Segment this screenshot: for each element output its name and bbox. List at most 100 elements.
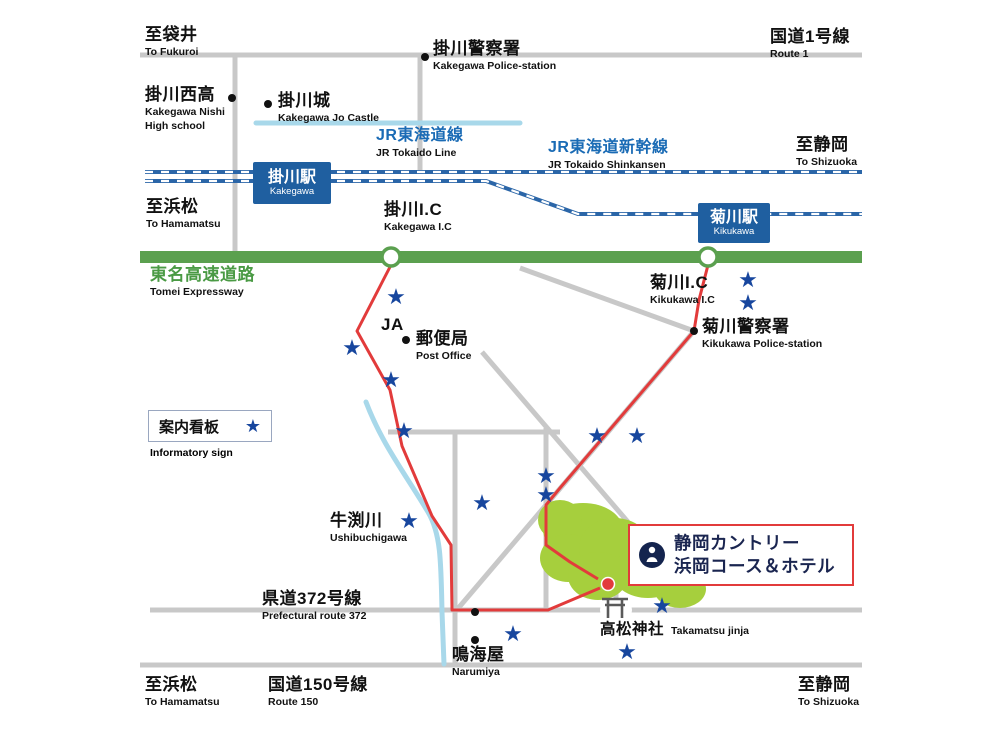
- informatory-sign-star: ★: [738, 267, 758, 292]
- label-ushibuchigawa-jp: 牛渕川: [330, 511, 383, 530]
- label-narumiya-jp: 鳴海屋: [452, 645, 505, 664]
- road: [519, 265, 695, 334]
- informatory-sign-star-icon: ★: [244, 416, 261, 436]
- informatory-sign-star: ★: [617, 639, 637, 664]
- label-post-office-en: Post Office: [416, 349, 472, 362]
- informatory-sign-star: ★: [386, 284, 406, 309]
- label-kakegawa-nishi-high-school-jp: 掛川西高: [145, 85, 215, 104]
- informatory-sign-star: ★: [342, 335, 362, 360]
- kakegawa-station-en: Kakegawa: [269, 185, 315, 197]
- kakegawa-station-box: 掛川駅 Kakegawa: [253, 162, 331, 204]
- label-tomei-expressway-jp: 東名高速道路: [150, 265, 255, 284]
- label-to-hamamatsu-bottom-en: To Hamamatsu: [145, 695, 220, 708]
- ushibuchigawa-river: [363, 399, 447, 667]
- label-ja-jp: JA: [381, 315, 404, 334]
- label-kakegawa-castle-en: Kakegawa Jo Castle: [278, 111, 379, 124]
- road: [480, 350, 630, 524]
- label-narumiya-en: Narumiya: [452, 665, 500, 678]
- label-to-shizuoka-top-en: To Shizuoka: [796, 155, 858, 168]
- label-to-hamamatsu-left-jp: 至浜松: [146, 197, 199, 216]
- informatory-sign-star: ★: [738, 290, 758, 315]
- label-jr-tokaido-shinkansen-jp: JR東海道新幹線: [548, 139, 669, 156]
- label-jr-tokaido-line-en: JR Tokaido Line: [376, 146, 457, 159]
- label-route-150-en: Route 150: [268, 695, 319, 708]
- label-kakegawa-ic-en: Kakegawa I.C: [384, 220, 452, 233]
- label-kikukawa-ic-en: Kikukawa I.C: [650, 293, 715, 306]
- river: [253, 120, 523, 667]
- label-to-hamamatsu-bottom-jp: 至浜松: [145, 675, 198, 694]
- label-jr-tokaido-shinkansen-en: JR Tokaido Shinkansen: [548, 158, 666, 171]
- poi-dot: [228, 94, 236, 102]
- shrine-notch: [600, 598, 632, 622]
- label-kakegawa-ic-jp: 掛川I.C: [384, 200, 443, 219]
- label-to-fukuroi-en: To Fukuroi: [145, 45, 199, 58]
- label-takamatsu-jinja-jp: 高松神社: [600, 621, 665, 638]
- tomei-expressway-band: [140, 251, 862, 263]
- poi-dot: [402, 336, 410, 344]
- route-from-kikukawa-ic: [544, 264, 710, 581]
- informatory-sign-star: ★: [381, 367, 401, 392]
- label-route-1-en: Route 1: [770, 47, 809, 60]
- poi-dot: [421, 53, 429, 61]
- informatory-sign-legend: 案内看板 ★: [148, 410, 272, 442]
- label-takamatsu-jinja: 高松神社 Takamatsu jinja: [600, 621, 750, 638]
- label-to-hamamatsu-left-en: To Hamamatsu: [146, 217, 221, 230]
- hotel-callout-box: 静岡カントリー 浜岡コース＆ホテル: [628, 524, 854, 586]
- label-tomei-expressway-en: Tomei Expressway: [150, 285, 244, 298]
- label-jr-tokaido-shinkansen: JR東海道新幹線 JR Tokaido Shinkansen: [548, 139, 669, 171]
- informatory-sign-star: ★: [587, 423, 607, 448]
- kakegawa-station-jp: 掛川駅: [267, 168, 316, 186]
- kikukawa-ic-circle: [697, 246, 719, 268]
- red-access-route: [355, 264, 710, 612]
- label-route-150-jp: 国道150号線: [268, 675, 368, 694]
- informatory-sign-star: ★: [399, 508, 419, 533]
- label-ja: JA: [381, 316, 404, 334]
- hotel-name-line2: 浜岡コース＆ホテル: [674, 556, 836, 576]
- kikukawa-station-jp: 菊川駅: [709, 208, 758, 226]
- hotel-name-line1: 静岡カントリー: [674, 532, 800, 553]
- label-route-1-jp: 国道1号線: [770, 27, 850, 46]
- label-kakegawa-police-station-en: Kakegawa Police-station: [433, 59, 557, 72]
- legend-label-en: Informatory sign: [150, 447, 233, 459]
- label-prefectural-route-372-en: Prefectural route 372: [262, 609, 367, 622]
- kikukawa-station-en: Kikukawa: [713, 225, 755, 237]
- poi-dot: [690, 327, 698, 335]
- informatory-sign-star: ★: [652, 593, 672, 618]
- kakegawa-ic-circle: [380, 246, 402, 268]
- informatory-sign-star: ★: [503, 621, 523, 646]
- informatory-sign-star: ★: [536, 463, 556, 488]
- legend-label: 案内看板: [159, 418, 220, 436]
- informatory-sign-star: ★: [627, 423, 647, 448]
- label-to-fukuroi-jp: 至袋井: [145, 25, 198, 44]
- informatory-sign-star: ★: [394, 418, 414, 443]
- label-ushibuchigawa-en: Ushibuchigawa: [330, 531, 408, 544]
- hotel-location-dot: [600, 576, 616, 592]
- label-to-shizuoka-bottom-jp: 至静岡: [798, 675, 851, 694]
- label-kakegawa-nishi-high-school-en2: High school: [145, 119, 206, 132]
- label-kikukawa-police-station-en: Kikukawa Police-station: [702, 337, 823, 350]
- hotel-logo-icon: [638, 541, 666, 569]
- poi-dot: [264, 100, 272, 108]
- label-post-office-jp: 郵便局: [416, 329, 469, 348]
- informatory-sign-star: ★: [536, 482, 556, 507]
- label-takamatsu-jinja-en: Takamatsu jinja: [671, 625, 750, 637]
